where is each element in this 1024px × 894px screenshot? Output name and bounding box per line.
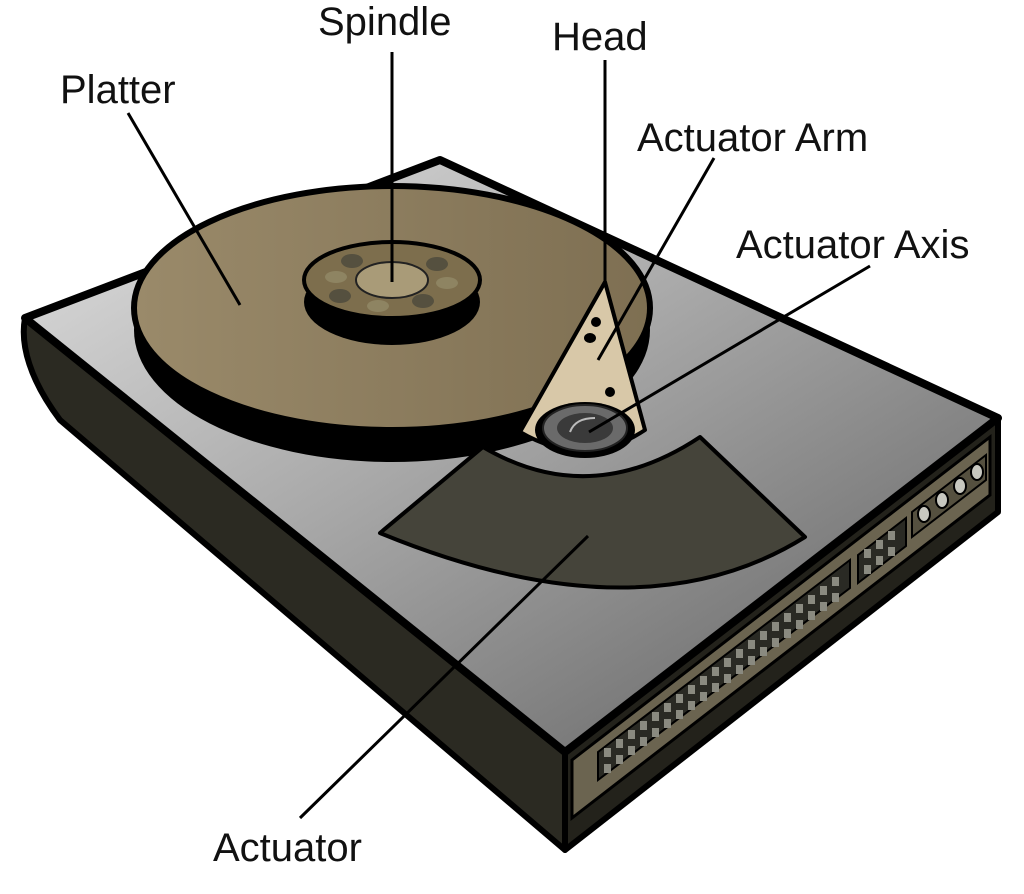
actuator-axis-pivot [535, 402, 635, 458]
label-actuator-arm: Actuator Arm [637, 116, 869, 160]
leader-actuator [298, 534, 590, 820]
label-head: Head [552, 15, 648, 59]
label-actuator: Actuator [213, 826, 362, 870]
label-spindle: Spindle [318, 0, 452, 44]
arm-hole-3 [605, 387, 615, 397]
connector-pins [604, 577, 839, 773]
leader-platter [126, 112, 242, 306]
connector-panel [570, 433, 992, 822]
label-platter: Platter [60, 68, 176, 112]
spindle-screws [325, 254, 458, 312]
leader-actuator-axis [588, 264, 871, 434]
label-actuator-axis: Actuator Axis [736, 223, 970, 267]
arm-hole-2 [584, 333, 596, 343]
leader-actuator-arm [596, 157, 716, 361]
actuator-magnet [378, 435, 807, 590]
leader-lines [126, 52, 871, 820]
jumper-pins [917, 463, 984, 523]
case-left-side [20, 315, 568, 853]
arm-hole-1 [591, 317, 601, 327]
actuator-arm [518, 280, 647, 458]
